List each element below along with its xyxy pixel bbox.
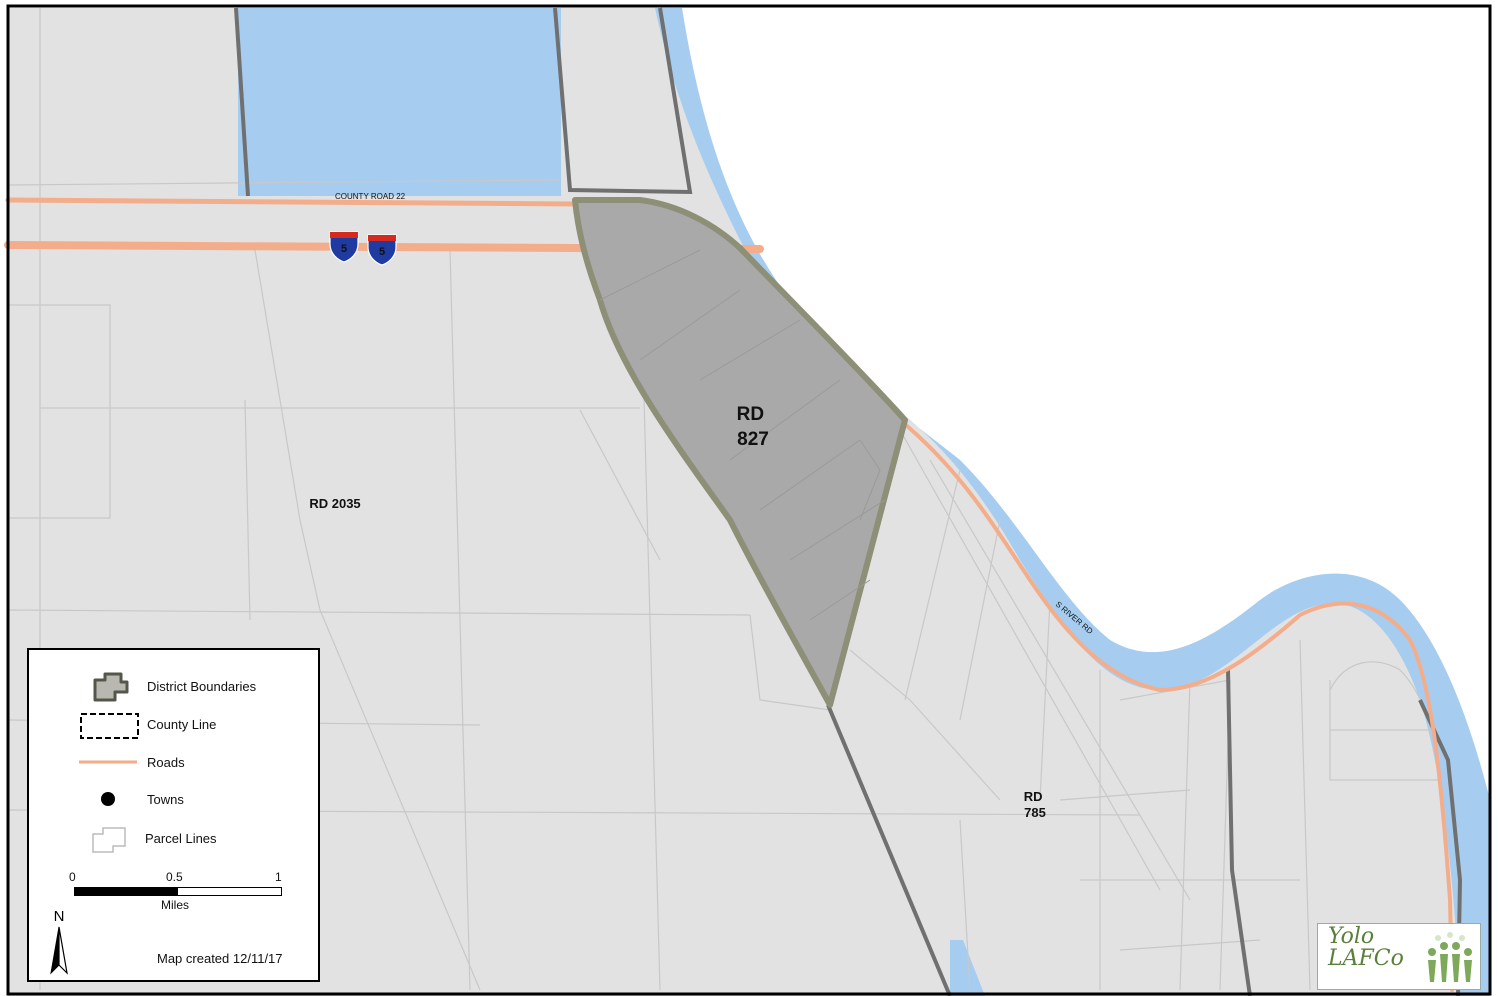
yolo-lafco-logo: Yolo LAFCo [1317,923,1481,990]
legend: District Boundaries County Line Roads To… [27,648,320,982]
river-road [898,418,1454,992]
map-frame [6,4,1492,996]
interstate-shield: 5 [367,234,397,266]
scale-bar-filled [74,887,179,896]
county-road-label: COUNTY ROAD 22 [335,192,406,201]
road-line-icon [79,760,137,764]
scale-bar-empty [177,887,282,896]
north-arrow-icon: N [50,908,68,975]
svg-text:5: 5 [341,243,347,255]
district-boundary-icon [93,672,129,702]
svg-text:N: N [54,908,65,925]
map-credit: Map created 12/11/17 [157,951,283,966]
county-road-22 [5,197,583,207]
water-sliver [950,940,985,996]
town-dot-icon [101,792,115,806]
logo-text: Yolo LAFCo [1328,924,1404,971]
people-icon [1428,932,1472,982]
district-label-rd-2035: RD 2035 [309,496,360,511]
scale-bar: 0 0.5 1 Miles [69,870,282,912]
district-label-rd-785: RD 785 [1024,789,1046,820]
svg-text:5: 5 [379,246,385,258]
parcel-outline-icon [92,827,126,853]
district-label-rd-827: RD 827 [737,404,770,450]
county-line-icon [80,713,139,739]
outside-area [680,8,1490,800]
interstate-shield: 5 [329,231,359,263]
district-parcels [599,249,886,621]
water-parcel [238,8,561,196]
scale-units: Miles [161,898,190,912]
